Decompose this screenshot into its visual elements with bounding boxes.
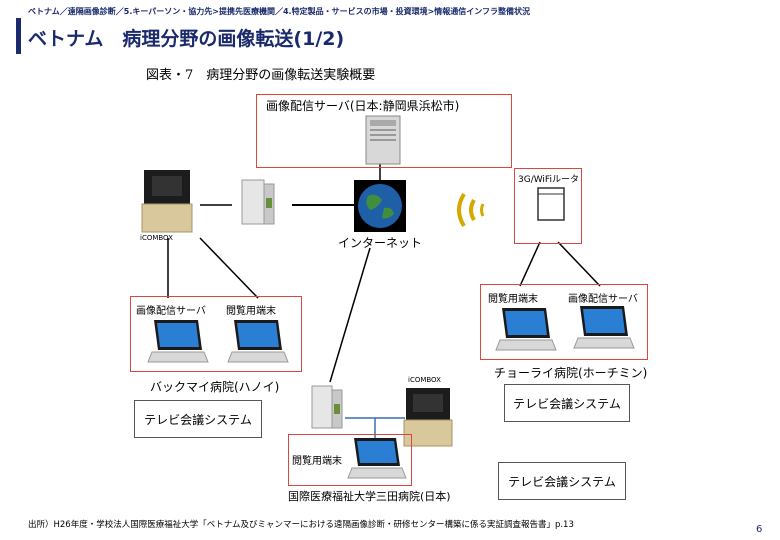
japan-tv-system: テレビ会議システム	[498, 462, 626, 500]
router-label: 3G/WiFiルータ	[518, 175, 579, 185]
japan-hospital-box	[288, 434, 412, 486]
internet-label: インターネット	[338, 236, 423, 250]
source-note: 出所）H26年度・学校法人国際医療福祉大学「ベトナム及びミャンマーにおける遠隔画…	[28, 520, 574, 530]
japan-viewer-label: 閲覧用端末	[292, 456, 342, 467]
hanoi-hospital-box	[130, 296, 302, 372]
internet-globe-icon	[354, 180, 406, 232]
network-switch-icon	[311, 385, 343, 429]
icombox-device-icon	[403, 388, 453, 447]
server-tower-icon	[365, 115, 401, 165]
router-box	[514, 168, 582, 244]
network-switch-icon	[241, 179, 275, 225]
hanoi-viewer-label: 閲覧用端末	[226, 306, 276, 317]
hanoi-tv-system: テレビ会議システム	[134, 400, 262, 438]
router-icon	[537, 187, 565, 221]
page-title: ベトナム 病理分野の画像転送(1/2)	[28, 28, 345, 50]
hcmc-hospital-box	[480, 284, 648, 360]
hanoi-hospital-label: バックマイ病院(ハノイ)	[150, 380, 280, 394]
icombox-device-icon	[141, 170, 193, 233]
page-number: 6	[756, 524, 763, 535]
hcmc-tv-system: テレビ会議システム	[504, 384, 630, 422]
breadcrumb: ベトナム／遠隔画像診断／5.キーパーソン・協力先>提携先医療機関／4.特定製品・…	[28, 7, 531, 16]
icombox-label-japan: iCOMBOX	[408, 376, 441, 384]
server-japan-box	[256, 94, 512, 168]
line-internet-japan	[329, 247, 371, 383]
hcmc-hospital-label: チョーライ病院(ホーチミン)	[494, 366, 648, 380]
hcmc-viewer-label: 閲覧用端末	[488, 294, 538, 305]
laptop-icon	[573, 306, 635, 349]
figure-caption: 図表・7 病理分野の画像転送実験概要	[146, 68, 376, 83]
laptop-icon	[347, 438, 407, 479]
hanoi-server-label: 画像配信サーバ	[136, 306, 206, 317]
icombox-label-left: iCOMBOX	[140, 234, 173, 242]
line-router-viewer	[519, 241, 541, 287]
japan-hospital-label: 国際医療福祉大学三田病院(日本)	[288, 490, 451, 503]
wireless-signal-icon	[457, 192, 485, 228]
server-japan-label: 画像配信サーバ(日本:静岡県浜松市)	[266, 99, 460, 113]
line-router-server	[557, 241, 601, 287]
laptop-icon	[147, 320, 209, 363]
line-icombox-viewer	[199, 237, 259, 299]
laptop-icon	[495, 308, 557, 351]
laptop-icon	[227, 320, 289, 363]
title-accent-bar	[16, 18, 21, 54]
hcmc-server-label: 画像配信サーバ	[568, 294, 638, 305]
